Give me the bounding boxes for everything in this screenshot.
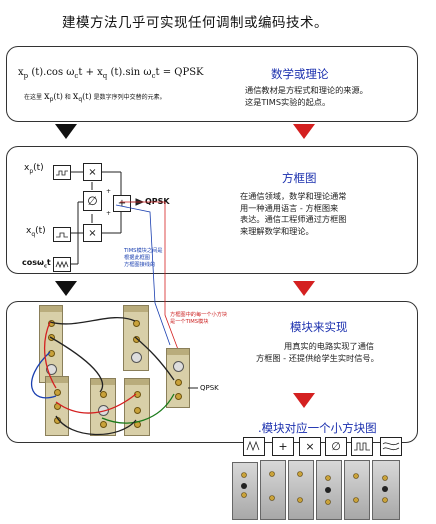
note-xp-sub: p <box>49 96 54 104</box>
xp-label-t: (t) <box>33 163 44 173</box>
formula-tt2: t <box>155 67 160 78</box>
carrier-label: cosωct <box>22 258 51 270</box>
theory-text-2: 这是TIMS实验的起点。 <box>245 97 331 107</box>
block-diagram-panel <box>6 146 418 274</box>
red-down-arrow-3 <box>293 393 315 408</box>
theory-heading: 数学或理论 <box>271 67 329 81</box>
black-down-arrow-2 <box>55 281 77 296</box>
formula-xp-sub: p <box>23 72 29 80</box>
xq-source-block <box>53 227 71 242</box>
formula-cos: .cos <box>43 67 64 78</box>
thumb-oscillator-icon <box>243 437 265 456</box>
note-xp-t: (t) <box>53 92 63 101</box>
red-down-arrow-1 <box>293 124 315 139</box>
module-panel <box>6 301 418 443</box>
carrier-label-cos: cosω <box>22 258 44 267</box>
thumb-phase-shifter-icon: ∅ <box>325 437 347 456</box>
module-card-3 <box>288 460 314 520</box>
black-down-arrow-1 <box>55 124 77 139</box>
summer: + <box>113 195 131 212</box>
blue-annotation-2: 根据此框图 <box>124 255 150 261</box>
formula-eq: = QPSK <box>162 67 204 78</box>
formula-xq: x <box>97 67 103 78</box>
module-heading: 模块来实现 <box>290 320 348 334</box>
formula-xp: x <box>18 67 24 78</box>
xq-label-sub: q <box>31 230 36 238</box>
note-xq-t: (t) <box>82 92 92 101</box>
block-text-1: 在通信领域，数学和理论通常 <box>240 191 347 201</box>
block-text-2: 用一种通用语言 - 方框图来 <box>240 202 339 213</box>
formula-c1: c <box>74 72 79 80</box>
module-text-1: 用真实的电路实现了通信 <box>284 341 375 351</box>
module-map-heading: .模块对应一个小方块图 <box>258 421 377 435</box>
red-down-arrow-2 <box>293 281 315 296</box>
module-card-2 <box>260 460 286 520</box>
xp-label-x: x <box>24 163 30 173</box>
formula-c2: c <box>151 72 156 80</box>
formula-t1: (t) <box>31 67 44 78</box>
tims-module-1 <box>39 305 63 383</box>
block-diagram-heading: 方框图 <box>282 171 317 185</box>
tims-module-6 <box>166 348 190 408</box>
block-diagram-wiring <box>70 171 145 265</box>
multiplier-top: × <box>83 163 102 181</box>
formula-omega1: ω <box>66 67 75 78</box>
qpsk-formula: xp (t).cos ωct + xq (t).sin ωct = QPSK <box>18 67 204 80</box>
module-card-1 <box>232 462 258 520</box>
formula-sin: .sin <box>122 67 141 78</box>
tims-module-2 <box>123 305 149 371</box>
sum-plus-bottom: + <box>106 210 112 217</box>
blue-annotation-1: TIMS模块之间是 <box>124 248 163 254</box>
formula-plus: + <box>85 67 94 78</box>
note-prefix: 在这里 <box>24 94 43 101</box>
blue-annotation: TIMS模块之间是 根据此框图 方框图接线的 <box>124 248 162 269</box>
formula-note: 在这里 xp(t) 和 xq(t) 是数字序列中交替的元素。 <box>24 91 166 103</box>
formula-xq-sub: q <box>102 72 108 80</box>
thumb-multiplier-icon: × <box>299 437 321 456</box>
note-suffix: 是数字序列中交替的元素。 <box>93 94 166 101</box>
thumb-adder-icon: + <box>272 437 294 456</box>
block-text-4: 来理解数学和理论。 <box>240 225 314 236</box>
xq-label-x: x <box>26 226 32 236</box>
sum-plus-top: + <box>106 188 112 195</box>
carrier-source-block <box>53 257 71 272</box>
module-qpsk-output: QPSK <box>200 384 219 392</box>
qpsk-output-label: QPSK <box>145 197 170 206</box>
multiplier-bottom: × <box>83 224 102 242</box>
xp-source-block <box>53 165 71 180</box>
theory-panel <box>6 46 418 122</box>
formula-tt1: t <box>78 67 83 78</box>
module-card-5 <box>344 460 370 520</box>
note-xq-sub: q <box>78 96 83 104</box>
theory-text-1: 通信教材是方程式和理论的来源。 <box>245 85 368 95</box>
red-annotation-1: 方框图中的每一个小方块 <box>170 312 228 318</box>
red-annotation-2: 是一个TIMS模块 <box>170 319 209 325</box>
block-diagram-text: 在通信领域，数学和理论通常 用一种通用语言 - 方框图来 表达。通信工程师通过方… <box>240 191 346 237</box>
xq-input-label: xq(t) <box>26 226 46 238</box>
xq-label-t: (t) <box>35 226 46 236</box>
note-and: 和 <box>64 94 71 101</box>
note-xp: x <box>43 91 50 102</box>
block-text-3: 表达。通信工程师通过方框图 <box>240 214 347 224</box>
carrier-label-t: t <box>46 258 51 267</box>
thumb-filter-icon <box>380 437 402 456</box>
note-xq: x <box>72 91 79 102</box>
module-text-2: 方框图 - 还提供给学生实时信号。 <box>256 353 379 363</box>
xp-input-label: xp(t) <box>24 163 44 175</box>
xp-label-sub: p <box>29 167 34 175</box>
phase-shifter: ∅ <box>83 191 102 211</box>
blue-annotation-3: 方框图接线的 <box>124 262 156 268</box>
carrier-label-sub: c <box>43 263 47 270</box>
formula-t2: (t) <box>110 67 123 78</box>
formula-omega2: ω <box>143 67 152 78</box>
red-annotation: 方框图中的每一个小方块 是一个TIMS模块 <box>170 312 227 326</box>
thumb-sequence-icon <box>351 437 373 456</box>
page-title: 建模方法几乎可实现任何调制或编码技术。 <box>62 15 328 31</box>
tims-module-3 <box>45 376 69 436</box>
